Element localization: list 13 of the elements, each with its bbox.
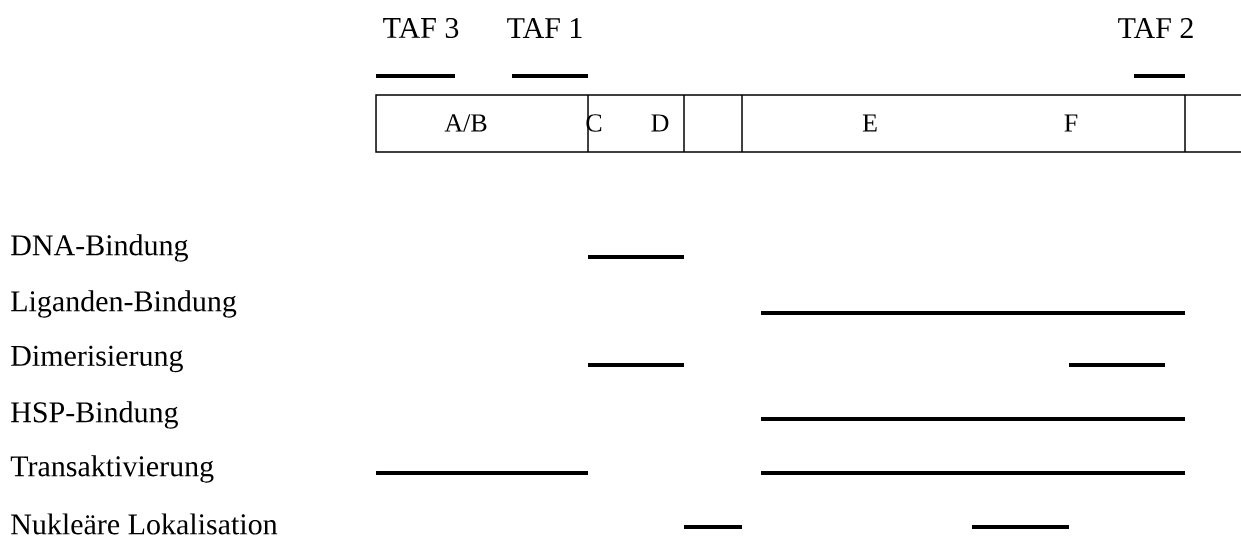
row-label: Liganden-Bindung	[11, 290, 237, 318]
row-label: DNA-Bindung	[11, 234, 188, 262]
row-label: Nukleäre Lokalisation	[11, 513, 278, 535]
domain-label: F	[1064, 114, 1078, 132]
region-label: TAF 1	[507, 18, 582, 38]
region-label: TAF 2	[1118, 18, 1193, 38]
row-label: Transaktivierung	[10, 455, 214, 483]
domain-label: E	[862, 114, 877, 132]
region-label: TAF 3	[383, 17, 459, 39]
row-label: Dimerisierung	[11, 345, 183, 373]
domain-label: D	[651, 114, 669, 132]
domain-label: A/B	[444, 114, 487, 132]
row-label: HSP-Bindung	[11, 401, 178, 429]
